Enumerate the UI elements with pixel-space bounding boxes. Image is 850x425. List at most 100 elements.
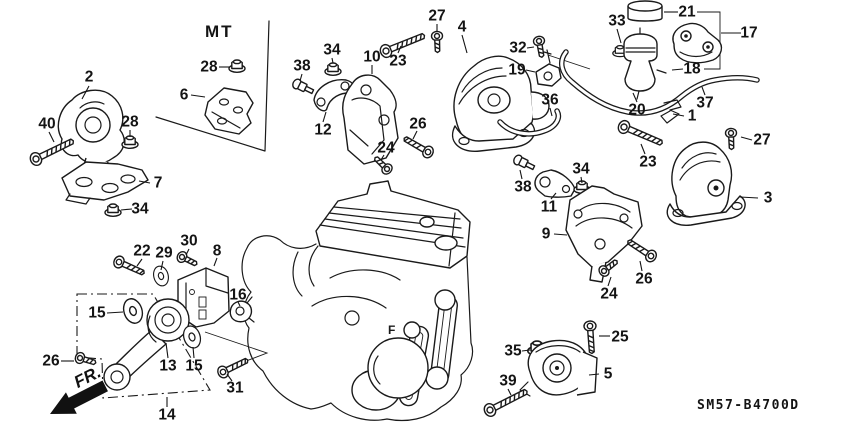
part-34-nut — [104, 203, 122, 218]
callout-leader-5 — [588, 373, 600, 376]
callout-38[interactable]: 38 — [514, 179, 532, 196]
drawing-code: SM57-B4700D — [697, 398, 800, 413]
callout-32[interactable]: 32 — [509, 40, 526, 57]
callout-23[interactable]: 23 — [389, 53, 407, 70]
callout-34[interactable]: 34 — [572, 161, 590, 178]
callout-40[interactable]: 40 — [38, 116, 55, 133]
part-13-torque-rod — [103, 298, 190, 391]
callout-leader-35 — [521, 349, 531, 352]
callout-leader-40 — [48, 131, 55, 143]
callout-9[interactable]: 9 — [542, 226, 551, 243]
callout-31[interactable]: 31 — [226, 380, 244, 397]
callout-37[interactable]: 37 — [696, 95, 713, 112]
callout-leader-23 — [640, 143, 646, 155]
callout-3[interactable]: 3 — [764, 190, 773, 207]
callout-35[interactable]: 35 — [504, 343, 522, 360]
callout-8[interactable]: 8 — [213, 243, 222, 260]
part-27-bolt-b — [724, 127, 738, 151]
callout-17[interactable]: 17 — [740, 25, 757, 42]
callout-24[interactable]: 24 — [600, 286, 618, 303]
part-38-bolt-a — [290, 77, 316, 97]
callout-16[interactable]: 16 — [229, 287, 247, 304]
callout-30[interactable]: 30 — [180, 233, 197, 250]
callout-leader-39 — [507, 388, 512, 396]
part-38-bolt-b — [511, 153, 537, 173]
callout-13[interactable]: 13 — [159, 358, 177, 375]
engine-assembly: F — [241, 180, 474, 422]
callout-2[interactable]: 2 — [85, 69, 94, 86]
callout-leader-34 — [120, 208, 133, 211]
callout-leader-13 — [165, 342, 169, 359]
part-15-washer-a — [119, 295, 147, 327]
callout-leader-37 — [701, 86, 706, 96]
callout-29[interactable]: 29 — [155, 245, 173, 262]
callout-11[interactable]: 11 — [541, 199, 558, 216]
callout-leader-6 — [190, 94, 206, 98]
part-10-bracket — [342, 74, 399, 165]
callout-leader-26 — [412, 130, 418, 140]
fr-arrow-shape — [50, 380, 108, 414]
part-39-bolt — [481, 384, 531, 419]
callout-leader-38 — [519, 169, 523, 180]
part-25-bolt — [582, 319, 599, 355]
callout-18[interactable]: 18 — [683, 61, 701, 78]
callout-26[interactable]: 26 — [635, 271, 653, 288]
callout-leader-27 — [740, 136, 753, 141]
callout-leader-24 — [380, 154, 385, 161]
mt-section-label: MT — [205, 22, 234, 41]
callout-5[interactable]: 5 — [604, 366, 613, 383]
part-17-bracket — [672, 22, 723, 64]
callout-leader-20 — [632, 92, 638, 103]
callout-leader-1 — [672, 113, 685, 117]
callout-27[interactable]: 27 — [753, 132, 770, 149]
callout-38[interactable]: 38 — [293, 58, 311, 75]
callout-14[interactable]: 14 — [158, 407, 176, 424]
callout-34[interactable]: 34 — [131, 201, 149, 218]
callout-27[interactable]: 27 — [428, 8, 445, 25]
part-28-nut-mt — [228, 59, 246, 74]
callout-20[interactable]: 20 — [628, 102, 645, 119]
callout-10[interactable]: 10 — [363, 49, 380, 66]
callout-7[interactable]: 7 — [154, 175, 163, 192]
callout-33[interactable]: 33 — [608, 13, 626, 30]
callout-36[interactable]: 36 — [541, 92, 559, 109]
callout-leader-22 — [136, 258, 143, 267]
part-32-bolt — [532, 34, 548, 59]
part-21-cap — [627, 0, 663, 22]
callout-28[interactable]: 28 — [200, 59, 218, 76]
callout-leader-9 — [553, 233, 568, 236]
callout-leader-12 — [322, 111, 327, 123]
callout-leader-30 — [185, 248, 190, 256]
callout-23[interactable]: 23 — [639, 154, 657, 171]
callout-28[interactable]: 28 — [121, 114, 139, 131]
callout-26[interactable]: 26 — [42, 353, 60, 370]
section-boundaries — [76, 11, 721, 399]
engine-marking: F — [388, 323, 395, 337]
callout-6[interactable]: 6 — [180, 87, 189, 104]
part-23-bolt-b — [615, 118, 666, 150]
callout-34[interactable]: 34 — [323, 42, 341, 59]
callout-leader-7 — [138, 180, 151, 184]
part-1-clamp — [660, 99, 682, 124]
valve-pointer-line — [547, 54, 591, 70]
callout-25[interactable]: 25 — [611, 329, 629, 346]
callout-15[interactable]: 15 — [88, 305, 106, 322]
callout-12[interactable]: 12 — [314, 122, 331, 139]
callout-1[interactable]: 1 — [688, 108, 697, 125]
idler-pulley — [434, 289, 456, 311]
callout-22[interactable]: 22 — [133, 243, 150, 260]
part-26-bolt-b — [400, 132, 437, 161]
callout-leader-15 — [106, 311, 124, 314]
callout-19[interactable]: 19 — [508, 62, 526, 79]
callout-leader-11 — [550, 192, 557, 200]
callout-39[interactable]: 39 — [499, 373, 517, 390]
callout-leader-34 — [580, 176, 583, 184]
callout-15[interactable]: 15 — [185, 358, 203, 375]
callout-24[interactable]: 24 — [377, 140, 395, 157]
callout-4[interactable]: 4 — [458, 19, 467, 36]
callout-21[interactable]: 21 — [678, 4, 696, 21]
valve-cover — [315, 180, 471, 269]
callout-26[interactable]: 26 — [409, 116, 427, 133]
